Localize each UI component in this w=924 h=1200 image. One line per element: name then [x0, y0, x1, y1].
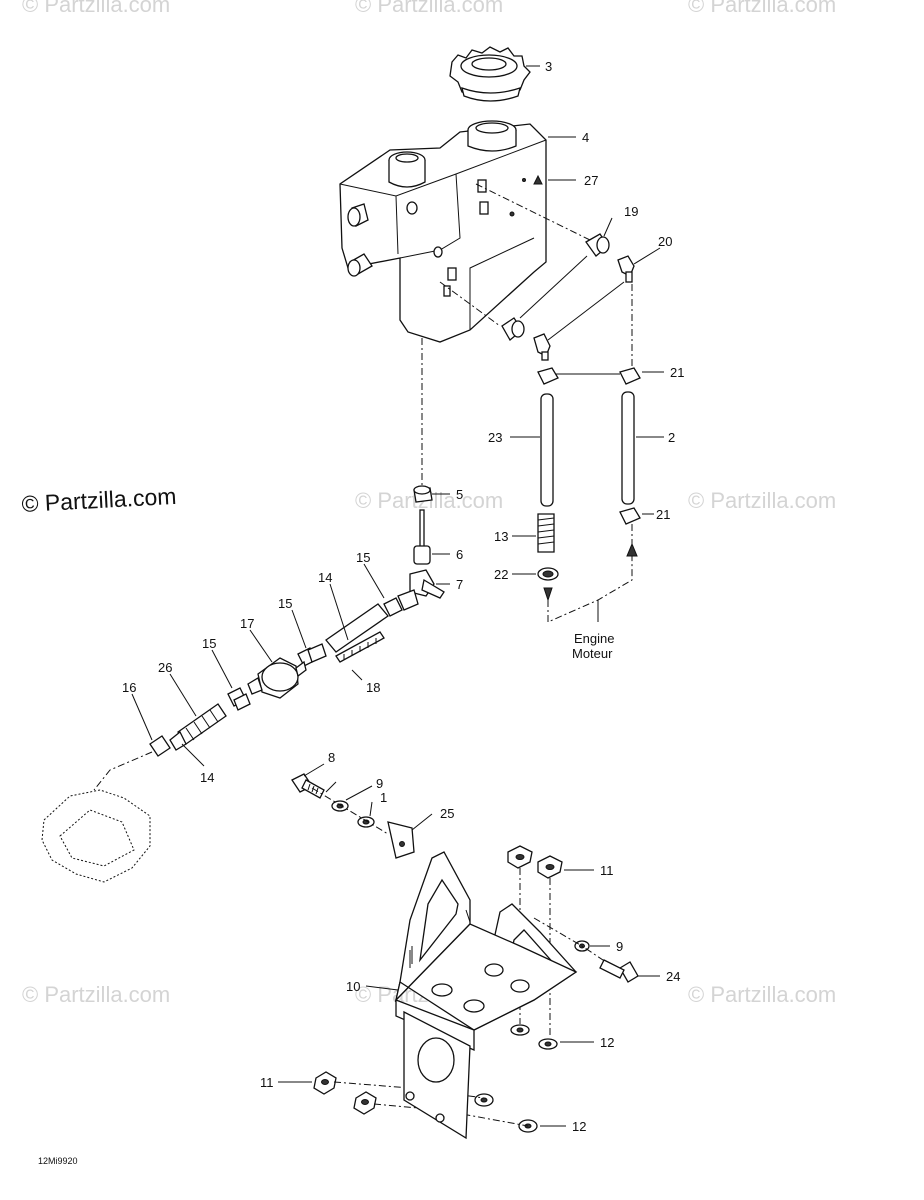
callout-11-right: 11 — [600, 863, 614, 878]
callout-10: 10 — [346, 979, 360, 994]
oil-lines-group — [537, 284, 641, 623]
callout-labels: 3 4 27 19 20 21 23 2 5 21 13 22 6 7 15 1… — [38, 59, 684, 1166]
callout-9-a: 9 — [376, 776, 383, 791]
watermark-top-right: © Partzilla.com — [688, 0, 836, 17]
callout-27: 27 — [584, 173, 598, 188]
callout-11-left: 11 — [260, 1075, 274, 1090]
callout-22: 22 — [494, 567, 508, 582]
filter-line-group — [41, 589, 419, 883]
callout-21-upper: 21 — [670, 365, 684, 380]
callout-16: 16 — [122, 680, 136, 695]
leader-lines — [131, 65, 664, 1127]
callout-23: 23 — [488, 430, 502, 445]
part-27-icon — [533, 174, 543, 185]
callout-8: 8 — [328, 750, 335, 765]
callout-19: 19 — [624, 204, 638, 219]
oil-tank-group — [339, 46, 547, 343]
oil-tank — [339, 120, 547, 343]
callout-21-lower: 21 — [656, 507, 670, 522]
watermark-mid-right: © Partzilla.com — [688, 488, 836, 513]
watermark-top-left: © Partzilla.com — [22, 0, 170, 17]
mounting-bracket — [394, 851, 578, 1140]
drain-group — [409, 338, 445, 599]
engine-label-line1: Engine — [574, 631, 614, 646]
callout-3: 3 — [545, 59, 552, 74]
diagram-code: 12Mi9920 — [38, 1156, 78, 1166]
callout-15-a: 15 — [356, 550, 370, 565]
callout-4: 4 — [582, 130, 589, 145]
callout-9-b: 9 — [616, 939, 623, 954]
tank-cap — [449, 46, 531, 102]
callout-5: 5 — [456, 487, 463, 502]
callout-6: 6 — [456, 547, 463, 562]
main-watermark: © Partzilla.com — [21, 483, 177, 517]
callout-14-a: 14 — [318, 570, 332, 585]
callout-2: 2 — [668, 430, 675, 445]
callout-13: 13 — [494, 529, 508, 544]
callout-24: 24 — [666, 969, 680, 984]
fittings-group — [439, 183, 635, 361]
callout-1: 1 — [380, 790, 387, 805]
callout-20: 20 — [658, 234, 672, 249]
callout-12-bottom: 12 — [572, 1119, 586, 1134]
callout-15-c: 15 — [202, 636, 216, 651]
watermark-top-center: © Partzilla.com — [355, 0, 503, 17]
callout-7: 7 — [456, 577, 463, 592]
callout-26: 26 — [158, 660, 172, 675]
callout-25: 25 — [440, 806, 454, 821]
watermark-bottom-left: © Partzilla.com — [22, 982, 170, 1007]
callout-14-b: 14 — [200, 770, 214, 785]
callout-17: 17 — [240, 616, 254, 631]
engine-label-line2: Moteur — [572, 646, 613, 661]
callout-18: 18 — [366, 680, 380, 695]
watermark-bottom-right: © Partzilla.com — [688, 982, 836, 1007]
callout-12-right: 12 — [600, 1035, 614, 1050]
callout-15-b: 15 — [278, 596, 292, 611]
